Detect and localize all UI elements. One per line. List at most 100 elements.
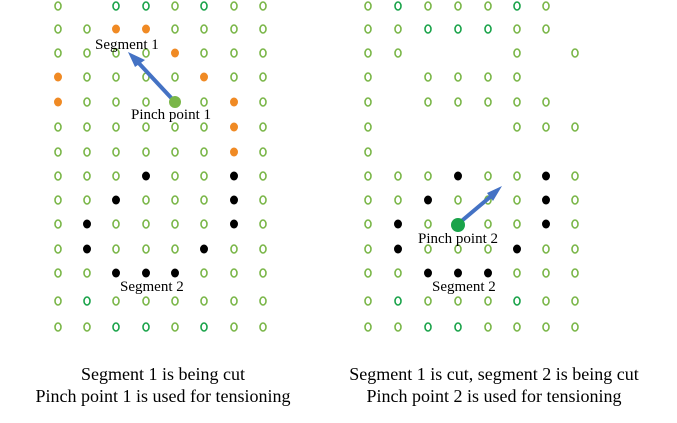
hole-ring (142, 122, 150, 132)
hole-ring (454, 1, 462, 11)
hole-ring (171, 195, 179, 205)
hole-ring (424, 171, 432, 181)
hole-ring (571, 244, 579, 254)
left-caption-line-1: Segment 1 is being cut (81, 364, 245, 384)
hole-ring (259, 296, 267, 306)
hole-ring (142, 296, 150, 306)
hole-ring (171, 147, 179, 157)
segment-2-point (394, 244, 402, 254)
hole-ring (230, 72, 238, 82)
segment-2-point (513, 244, 521, 254)
hole-ring (571, 322, 579, 332)
hole-ring (83, 322, 91, 332)
hole-ring (83, 48, 91, 58)
hole-ring (200, 195, 208, 205)
right-segment-2-points (394, 171, 550, 278)
hole-ring (513, 97, 521, 107)
segment-2-point (112, 268, 120, 278)
hole-ring (200, 48, 208, 58)
pinch-point-1-label: Pinch point 1 (131, 107, 211, 123)
hole-ring (83, 268, 91, 278)
hole-ring (484, 97, 492, 107)
hole-ring (200, 1, 208, 11)
hole-ring (200, 97, 208, 107)
hole-ring (54, 171, 62, 181)
hole-ring (230, 296, 238, 306)
hole-ring (364, 122, 372, 132)
segment-2-point (83, 219, 91, 229)
segment-2-point (424, 195, 432, 205)
hole-ring (542, 24, 550, 34)
hole-ring (200, 268, 208, 278)
hole-ring (454, 244, 462, 254)
hole-ring (513, 24, 521, 34)
right-hole-grid (364, 1, 579, 332)
hole-ring (171, 72, 179, 82)
hole-ring (259, 268, 267, 278)
hole-ring (424, 244, 432, 254)
hole-ring (424, 296, 432, 306)
segment-2-point (83, 244, 91, 254)
hole-ring (394, 1, 402, 11)
hole-ring (364, 322, 372, 332)
hole-ring (54, 24, 62, 34)
hole-ring (112, 219, 120, 229)
hole-ring (259, 219, 267, 229)
hole-ring (454, 296, 462, 306)
hole-ring (112, 322, 120, 332)
tension-arrow-2-head (487, 186, 502, 201)
hole-ring (364, 1, 372, 11)
hole-ring (394, 24, 402, 34)
segment-1-point (142, 24, 150, 34)
hole-ring (513, 268, 521, 278)
hole-ring (112, 48, 120, 58)
hole-ring (513, 322, 521, 332)
segment-2-point (171, 268, 179, 278)
left-segment-2-points (83, 171, 238, 278)
left-caption: Segment 1 is being cut Pinch point 1 is … (0, 363, 343, 407)
hole-ring (112, 1, 120, 11)
hole-ring (513, 296, 521, 306)
hole-ring (259, 147, 267, 157)
hole-ring (424, 1, 432, 11)
hole-ring (484, 72, 492, 82)
hole-ring (230, 322, 238, 332)
hole-ring (571, 219, 579, 229)
hole-ring (54, 147, 62, 157)
hole-ring (513, 195, 521, 205)
hole-ring (200, 296, 208, 306)
hole-ring (484, 171, 492, 181)
segment-1-point (230, 122, 238, 132)
hole-ring (364, 171, 372, 181)
hole-ring (259, 24, 267, 34)
hole-ring (142, 48, 150, 58)
hole-ring (54, 122, 62, 132)
hole-ring (542, 322, 550, 332)
hole-ring (424, 72, 432, 82)
segment-1-point (54, 72, 62, 82)
hole-ring (454, 24, 462, 34)
hole-ring (542, 122, 550, 132)
hole-ring (364, 72, 372, 82)
hole-ring (394, 296, 402, 306)
hole-ring (142, 147, 150, 157)
right-caption-line-2: Pinch point 2 is used for tensioning (366, 386, 622, 406)
hole-ring (230, 244, 238, 254)
hole-ring (83, 171, 91, 181)
left-hole-grid (54, 1, 267, 332)
hole-ring (513, 122, 521, 132)
hole-ring (259, 195, 267, 205)
hole-ring (542, 268, 550, 278)
hole-ring (394, 322, 402, 332)
left-segment-1-points (54, 24, 238, 157)
right-panel: Pinch point 2 Segment 2 (364, 1, 579, 332)
left-caption-line-2: Pinch point 1 is used for tensioning (35, 386, 291, 406)
hole-ring (424, 219, 432, 229)
segment-2-point (484, 268, 492, 278)
hole-ring (364, 244, 372, 254)
right-caption: Segment 1 is cut, segment 2 is being cut… (314, 363, 674, 407)
pinch-point-1-marker (169, 96, 181, 108)
hole-ring (513, 72, 521, 82)
hole-ring (112, 296, 120, 306)
